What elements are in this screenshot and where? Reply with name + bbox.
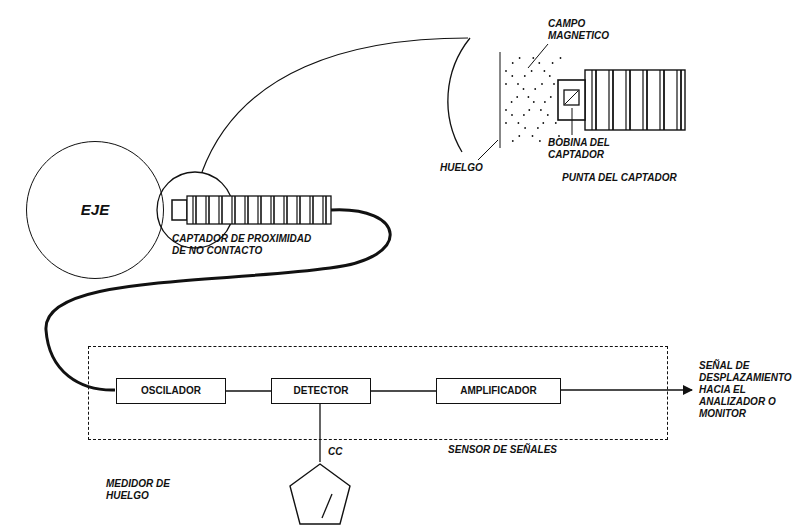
sensor-group: SENSOR DE SEÑALESOSCILADORDETECTORAMPLIF… <box>88 346 668 440</box>
shaft-surface-arc <box>448 38 470 152</box>
probe-tip-body <box>585 70 685 130</box>
probe-coil <box>564 90 579 105</box>
node-text: AMPLIFICADOR <box>460 385 537 397</box>
magnetic-field-dots <box>505 57 561 142</box>
part-label: CAMPO MAGNETICO <box>548 18 614 42</box>
part-label: CAPTADOR DE PROXIMIDAD DE NO CONTACTO <box>172 233 322 257</box>
node-text: EJE <box>81 201 109 219</box>
process-box: OSCILADOR <box>116 378 226 404</box>
meter-label: MEDIDOR DE HUELGO <box>106 478 178 502</box>
process-box: AMPLIFICADOR <box>436 378 561 404</box>
output-arrow <box>560 389 692 390</box>
meter-needle <box>322 494 332 518</box>
leader-line <box>572 108 573 135</box>
part-label: HUELGO <box>440 162 500 174</box>
gap-mark <box>500 52 501 148</box>
process-box: DETECTOR <box>271 378 371 404</box>
zoom-leader <box>202 38 468 172</box>
part-label: BOBINA DEL CAPTADOR <box>548 137 622 161</box>
group-label: SENSOR DE SEÑALES <box>448 444 557 456</box>
node-text: DETECTOR <box>294 385 349 397</box>
shaft-circle: EJE <box>26 141 164 279</box>
probe-coil <box>565 91 578 104</box>
probe-tip <box>172 200 187 220</box>
edge-label: CC <box>327 446 343 458</box>
leader-line <box>528 44 548 68</box>
pentagon-outline <box>288 462 352 526</box>
probe-body <box>187 196 331 224</box>
signal-line <box>371 390 436 391</box>
probe-cable <box>46 210 390 390</box>
part-label: PUNTA DEL CAPTADOR <box>562 172 692 184</box>
leader-line <box>478 140 498 160</box>
signal-line <box>226 390 271 391</box>
signal-line <box>319 404 320 462</box>
signal-label: SEÑAL DE DESPLAZAMIENTO HACIA EL ANALIZA… <box>699 360 801 420</box>
gap-meter: MEDIDOR DE HUELGO <box>288 462 352 526</box>
node-text: OSCILADOR <box>141 385 201 397</box>
